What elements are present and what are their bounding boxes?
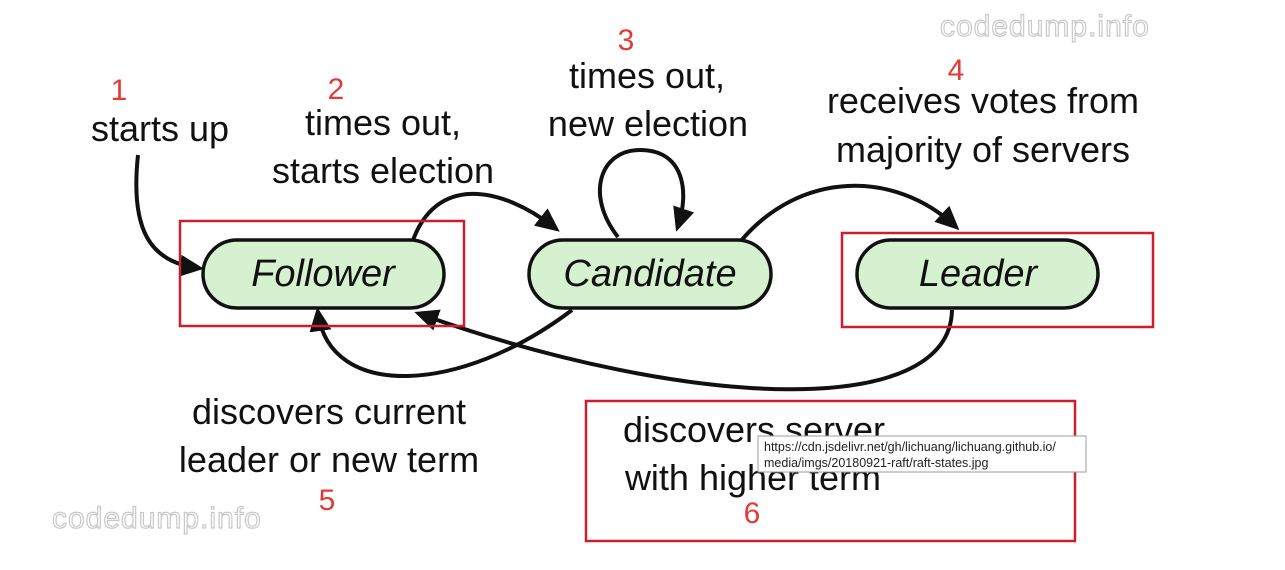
transition-1-label: starts up [91, 108, 229, 149]
arrow-starts-up [134, 154, 204, 277]
follower-node: Follower [201, 238, 446, 310]
transition-5-number: 5 [319, 484, 336, 517]
transition-3-number: 3 [618, 24, 635, 57]
transition-4-line-2: majority of servers [836, 129, 1130, 170]
transition-4-line-1: receives votes from [827, 80, 1139, 121]
transition-2-line-1: times out, [305, 102, 461, 143]
candidate-label: Candidate [563, 253, 736, 295]
leader-label: Leader [919, 253, 1039, 295]
highlight-box-follower [178, 219, 466, 328]
transition-5-line-1: discovers current [192, 391, 466, 432]
tooltip-line-1: https://cdn.jsdelivr.net/gh/lichuang/lic… [764, 440, 1056, 454]
highlight-box-leader [840, 231, 1155, 329]
transition-1-number: 1 [111, 74, 128, 107]
candidate-node: Candidate [527, 238, 773, 310]
watermark-bottom: codedump.info [52, 502, 262, 535]
follower-shape [201, 238, 446, 310]
transition-2-number: 2 [328, 73, 345, 106]
arrow-candidate-to-leader [738, 183, 960, 244]
arrow-leader-to-follower [414, 309, 954, 392]
transition-3-line-2: new election [548, 103, 748, 144]
transition-3-line-1: times out, [569, 55, 725, 96]
arrow-follower-to-candidate [410, 191, 560, 244]
transition-6-number: 6 [744, 497, 761, 530]
leader-node: Leader [855, 238, 1100, 310]
arrow-candidate-self [598, 147, 695, 239]
transition-4-number: 4 [948, 54, 965, 87]
arrow-candidate-to-follower [309, 307, 574, 378]
watermark-top: codedump.info [940, 10, 1150, 43]
tooltip-background [757, 435, 1087, 473]
transition-2-line-2: starts election [272, 150, 494, 191]
leader-shape [855, 238, 1100, 310]
transition-5-line-2: leader or new term [179, 439, 479, 480]
tooltip-line-2: media/imgs/20180921-raft/raft-states.jpg [764, 456, 988, 470]
candidate-shape [527, 238, 773, 310]
image-url-tooltip: https://cdn.jsdelivr.net/gh/lichuang/lic… [757, 435, 1087, 473]
follower-label: Follower [251, 253, 396, 295]
